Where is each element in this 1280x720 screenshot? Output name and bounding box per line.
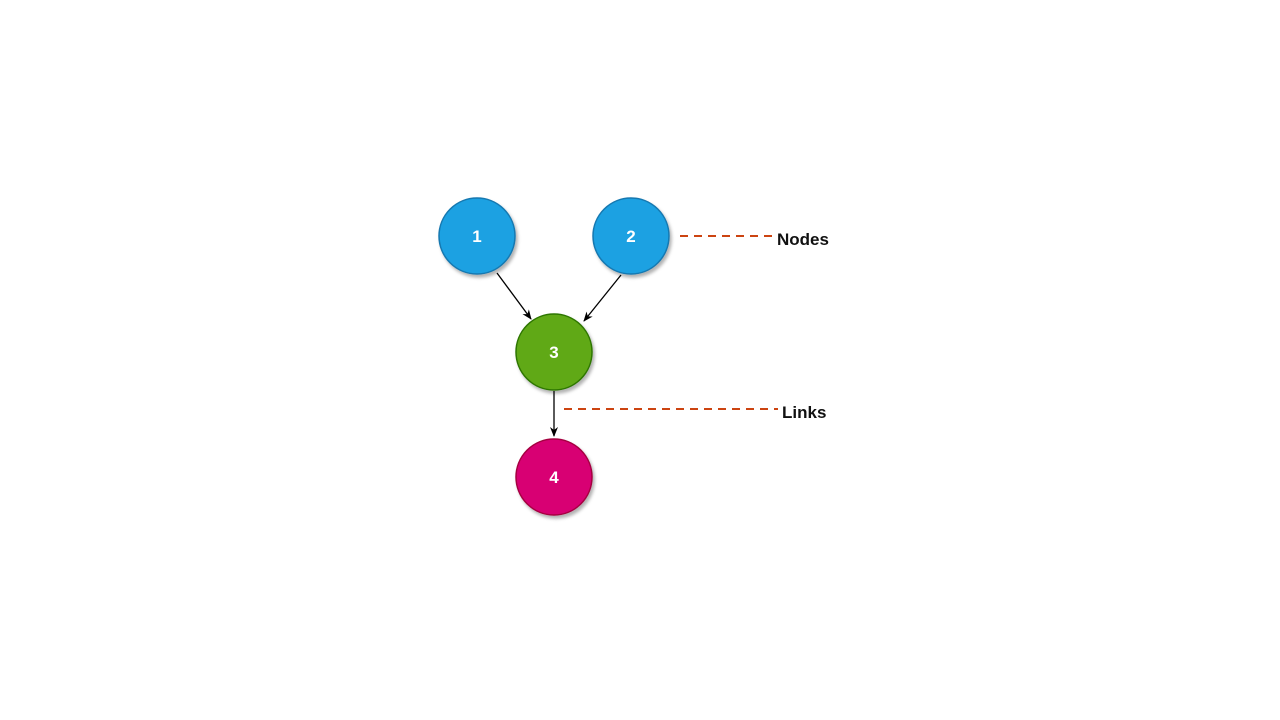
node-2-label: 2 xyxy=(626,227,635,246)
node-3-label: 3 xyxy=(549,343,558,362)
nodes-annotation-label: Nodes xyxy=(777,230,829,249)
node-2[interactable]: 2 xyxy=(592,197,670,275)
node-4-label: 4 xyxy=(549,468,559,487)
node-4[interactable]: 4 xyxy=(515,438,593,516)
node-3-circle xyxy=(515,313,593,391)
node-2-circle xyxy=(592,197,670,275)
link-1-to-3 xyxy=(496,272,532,320)
node-1[interactable]: 1 xyxy=(438,197,516,275)
node-1-circle xyxy=(438,197,516,275)
annotation-leaders xyxy=(564,235,778,410)
links-annotation-label: Links xyxy=(782,403,826,422)
node-4-circle xyxy=(515,438,593,516)
link-2-to-3 xyxy=(583,274,622,322)
links-group xyxy=(496,272,622,437)
node-3[interactable]: 3 xyxy=(515,313,593,391)
node-1-label: 1 xyxy=(472,227,481,246)
